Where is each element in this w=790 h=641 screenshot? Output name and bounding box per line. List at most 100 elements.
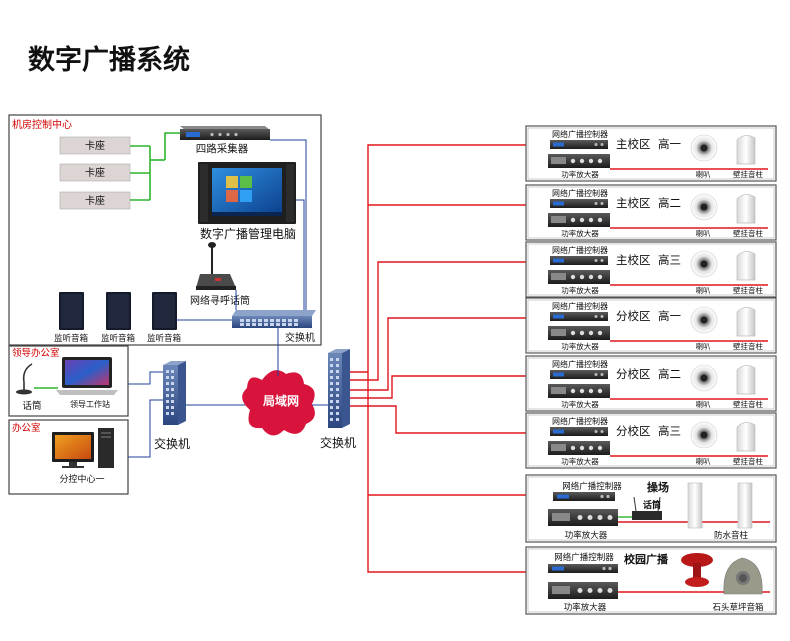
column-label: 壁挂音柱 [733, 456, 763, 466]
center-switch-label: 交换机 [320, 435, 356, 450]
playground-panel: 网络广播控制器 功率放大器 操场 话筒 防水音柱 [525, 474, 777, 543]
distribution-lines [350, 144, 526, 573]
playground-name: 操场 [647, 480, 669, 494]
horn-label: 喇叭 [696, 169, 711, 179]
zone-controller-label: 网络广播控制器 [552, 245, 608, 255]
zone-amplifier [548, 154, 610, 168]
mic-label: 话筒 [22, 400, 41, 412]
wall-column-speaker [736, 135, 756, 165]
zone-controller-label: 网络广播控制器 [552, 359, 608, 369]
control-room-label: 机房控制中心 [12, 118, 72, 131]
zone-panel: 网络广播控制器功率放大器 主校区高三喇叭 壁挂音柱 [525, 241, 777, 298]
playground-controller [553, 492, 615, 501]
campus-amp-label: 功率放大器 [564, 602, 607, 613]
monitor-speaker-3: 监听音箱 [147, 292, 182, 344]
workstation-label: 领导工作站 [70, 399, 110, 409]
column-label: 壁挂音柱 [733, 341, 763, 351]
column-label: 壁挂音柱 [733, 399, 763, 409]
paging-microphone: 网络寻呼话筒 [190, 242, 250, 307]
sub-center-desktop: 分控中心一 [52, 428, 114, 485]
collector-label: 四路采集器 [196, 142, 249, 155]
zone-campus: 分校区 [616, 367, 651, 381]
zone-controller [550, 312, 608, 321]
zone-campus: 主校区 [616, 137, 651, 151]
horn-label: 喇叭 [696, 341, 711, 351]
column-label: 壁挂音柱 [733, 285, 763, 295]
zone-grade: 高二 [658, 196, 681, 210]
zone-amplifier [548, 270, 610, 284]
control-room-switch-label: 交换机 [285, 331, 315, 344]
campus-amplifier [548, 582, 618, 599]
four-channel-collector: 四路采集器 [180, 126, 270, 155]
campus-controller-label: 网络广播控制器 [554, 552, 614, 563]
zone-campus: 分校区 [616, 309, 651, 323]
paging-mic-label: 网络寻呼话筒 [190, 294, 250, 307]
horn-label: 喇叭 [696, 228, 711, 238]
left-switch-label: 交换机 [154, 436, 190, 451]
zone-controller-label: 网络广播控制器 [552, 188, 608, 198]
ceiling-horn-speaker [690, 134, 718, 162]
wall-column-speaker [736, 365, 756, 395]
lan-cloud: 局域网 [242, 370, 315, 436]
zone-panel: 网络广播控制器功率放大器主校区高一喇叭壁挂音柱 [525, 125, 777, 182]
zone-campus: 主校区 [616, 253, 651, 267]
mushroom-speaker [681, 553, 713, 587]
zone-controller [550, 140, 608, 149]
management-computer: 数字广播管理电脑 [198, 162, 296, 241]
ceiling-horn-speaker [690, 421, 718, 449]
ceiling-horn-speaker [690, 306, 718, 334]
monitor-speaker-label: 监听音箱 [101, 333, 136, 344]
zone-panel: 网络广播控制器功率放大器分校区高三喇叭壁挂音柱 [525, 412, 777, 469]
office-label: 办公室 [12, 422, 41, 434]
card-deck-1: 卡座 [59, 136, 131, 155]
monitor-speaker-label: 监听音箱 [147, 333, 182, 344]
lan-label: 局域网 [263, 393, 299, 408]
zone-grade: 高三 [658, 253, 681, 267]
horn-label: 喇叭 [696, 285, 711, 295]
zone-list: 网络广播控制器功率放大器主校区高一喇叭壁挂音柱网络广播控制器功率放大器主校区高二… [525, 125, 777, 469]
campus-broadcast-name: 校园广播 [624, 552, 669, 566]
playground-amplifier [548, 509, 618, 526]
zone-controller [550, 256, 608, 265]
computer-label: 数字广播管理电脑 [200, 226, 296, 241]
stone-speaker-label: 石头草坪音箱 [712, 602, 764, 613]
wall-column-speaker [736, 307, 756, 337]
zone-panel: 网络广播控制器功率放大器分校区高一喇叭壁挂音柱 [525, 297, 777, 354]
center-switch: 交换机 [320, 349, 356, 450]
ceiling-horn-speaker [690, 250, 718, 278]
control-room-panel: 机房控制中心 卡座 卡座 卡座 [8, 114, 322, 346]
horn-label: 喇叭 [696, 399, 711, 409]
audio-lines [130, 132, 180, 201]
zone-amp-label: 功率放大器 [561, 169, 599, 179]
card-deck-3: 卡座 [59, 191, 131, 210]
zone-controller [550, 427, 608, 436]
zone-controller-label: 网络广播控制器 [552, 416, 608, 426]
zone-grade: 高一 [658, 309, 681, 323]
waterproof-column-1 [687, 482, 703, 529]
zone-controller [550, 199, 608, 208]
zone-campus: 分校区 [616, 424, 651, 438]
card-deck-label: 卡座 [85, 194, 105, 207]
card-deck-label: 卡座 [85, 166, 105, 179]
zone-controller-label: 网络广播控制器 [552, 129, 608, 139]
card-deck-2: 卡座 [59, 163, 131, 182]
zone-panel: 网络广播控制器功率放大器分校区高二喇叭壁挂音柱 [525, 355, 777, 412]
page-title: 数字广播系统 [28, 44, 190, 76]
zone-amp-label: 功率放大器 [561, 228, 599, 238]
horn-label: 喇叭 [696, 456, 711, 466]
zone-amp-label: 功率放大器 [561, 285, 599, 295]
zone-controller [550, 370, 608, 379]
leader-laptop: 领导工作站 [56, 357, 118, 409]
zone-grade: 高一 [658, 137, 681, 151]
zone-amplifier [548, 441, 610, 455]
leader-office-label: 领导办公室 [12, 347, 60, 359]
control-room-switch: 交换机 [232, 310, 316, 344]
zone-amp-label: 功率放大器 [561, 341, 599, 351]
leader-office-panel: 领导办公室 话筒 领导工作站 [8, 345, 129, 417]
ceiling-horn-speaker [690, 193, 718, 221]
ceiling-horn-speaker [690, 364, 718, 392]
wireless-mic-receiver: 话筒 [632, 496, 662, 520]
zone-grade: 高三 [658, 424, 681, 438]
sub-center-label: 分控中心一 [59, 473, 104, 485]
